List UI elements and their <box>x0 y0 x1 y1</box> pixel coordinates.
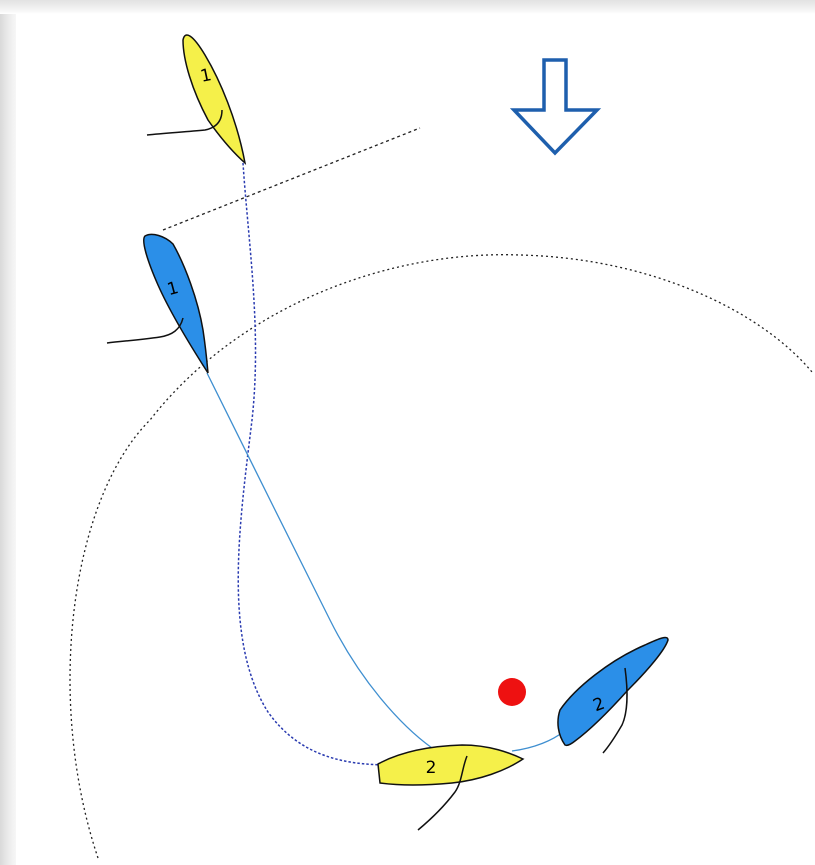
yellow-boat-2: 2 <box>377 744 525 831</box>
blue-boat-1-label: 1 <box>165 278 181 300</box>
yellow-boat-2-label: 2 <box>426 758 437 778</box>
top-page-edge <box>0 0 815 14</box>
zone-circle <box>69 254 813 859</box>
mark-buoy-icon <box>498 678 526 706</box>
yellow-boat-1: 1 <box>146 34 247 166</box>
blue-boat-2: 2 <box>557 636 669 754</box>
blue-boat-1: 1 <box>106 233 209 374</box>
yellow-boat-track <box>237 162 385 766</box>
wind-arrow-icon <box>509 58 602 156</box>
blue-boat-track-end <box>511 731 564 752</box>
left-page-edge <box>0 0 16 865</box>
overlap-guide-line <box>162 127 421 231</box>
blue-boat-track <box>206 372 433 749</box>
yellow-boat-1-label: 1 <box>199 65 214 87</box>
